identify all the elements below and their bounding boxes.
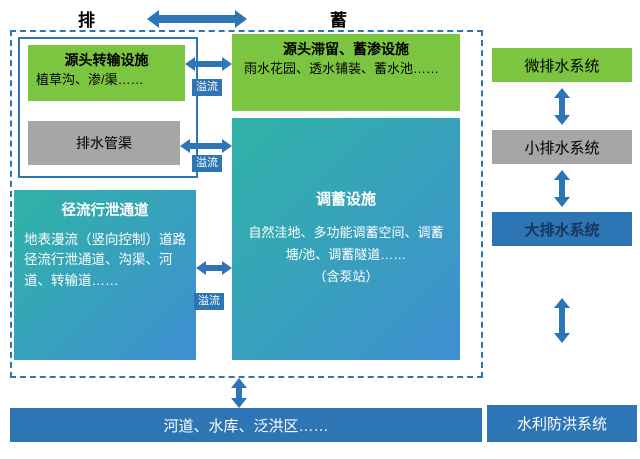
arrow-bar (559, 308, 565, 333)
arrow-up-head-icon (554, 88, 570, 98)
river-connector-arrow (231, 378, 247, 408)
arrow-down-head-icon (554, 197, 570, 207)
arrow-bar (159, 15, 235, 23)
arrow-down-head-icon (554, 333, 570, 343)
overflow-arrow-top (185, 57, 232, 71)
arrow-left-head-icon (196, 261, 206, 275)
arrow-bar (236, 388, 242, 398)
arrow-bar (195, 61, 222, 67)
arrow-right-head-icon (222, 261, 232, 275)
drain-subsystem-frame (18, 37, 198, 178)
major-flood-arrow (554, 298, 570, 343)
runoff-discharge-title: 径流行泄通道 (61, 203, 149, 219)
regulation-storage-body: 自然洼地、多功能调蓄空间、调蓄塘/池、调蓄隧道…… (248, 224, 444, 263)
system-dashed-frame (10, 30, 483, 378)
arrow-down-head-icon (231, 398, 247, 408)
minor-system-box: 小排水系统 (492, 130, 632, 164)
overflow-label-bottom: 溢流 (194, 293, 224, 310)
arrow-down-head-icon (554, 115, 570, 125)
overflow-arrow-middle (180, 139, 232, 153)
arrow-bar (190, 143, 222, 149)
arrow-right-head-icon (222, 57, 232, 71)
arrow-right-head-icon (235, 10, 247, 28)
source-retention-box: 源头滞留、蓄渗设施 雨水花园、透水铺装、蓄水池…… (232, 34, 460, 111)
arrow-left-head-icon (180, 139, 190, 153)
river-bar-label: 河道、水库、泛洪区…… (163, 417, 329, 435)
flood-system-box: 水利防洪系统 (487, 405, 637, 442)
source-transfer-box: 源头转输设施 植草沟、渗/渠…… (28, 45, 185, 101)
source-retention-title: 源头滞留、蓄渗设施 (283, 41, 409, 57)
arrow-bar (559, 98, 565, 115)
source-transfer-body: 植草沟、渗/渠…… (36, 71, 144, 87)
micro-minor-arrow (554, 88, 570, 125)
river-bar: 河道、水库、泛洪区…… (10, 408, 482, 442)
store-label: 蓄 (330, 11, 347, 30)
minor-system-label: 小排水系统 (524, 139, 600, 157)
runoff-discharge-box: 径流行泄通道 地表漫流（竖向控制）道路径流行泄通道、沟渠、河道、转输道…… (14, 190, 196, 360)
overflow-label-top: 溢流 (192, 79, 222, 96)
drain-store-arrow (147, 10, 247, 28)
micro-system-box: 微排水系统 (492, 48, 632, 82)
major-system-label: 大排水系统 (524, 221, 600, 239)
runoff-discharge-body: 地表漫流（竖向控制）道路径流行泄通道、沟渠、河道、转输道…… (24, 231, 186, 289)
flood-system-label: 水利防洪系统 (516, 416, 607, 433)
arrow-up-head-icon (554, 298, 570, 308)
regulation-storage-note: （含泵站） (313, 269, 379, 285)
major-system-box: 大排水系统 (492, 212, 632, 246)
regulation-storage-title: 调蓄设施 (315, 190, 376, 208)
arrow-left-head-icon (185, 57, 195, 71)
source-transfer-title: 源头转输设施 (64, 52, 149, 68)
arrow-left-head-icon (147, 10, 159, 28)
overflow-label-middle: 溢流 (192, 155, 222, 172)
drainage-pipes-box: 排水管渠 (28, 121, 180, 165)
drain-label: 排 (78, 11, 95, 30)
arrow-bar (206, 265, 222, 271)
drainage-pipes-title: 排水管渠 (76, 135, 132, 151)
overflow-arrow-bottom (196, 261, 232, 275)
arrow-right-head-icon (222, 139, 232, 153)
arrow-up-head-icon (231, 378, 247, 388)
source-retention-body: 雨水花园、透水铺装、蓄水池…… (244, 60, 440, 76)
arrow-bar (559, 180, 565, 197)
micro-system-label: 微排水系统 (524, 57, 600, 75)
minor-major-arrow (554, 170, 570, 207)
regulation-storage-box: 调蓄设施 自然洼地、多功能调蓄空间、调蓄塘/池、调蓄隧道…… （含泵站） (232, 118, 460, 360)
arrow-up-head-icon (554, 170, 570, 180)
